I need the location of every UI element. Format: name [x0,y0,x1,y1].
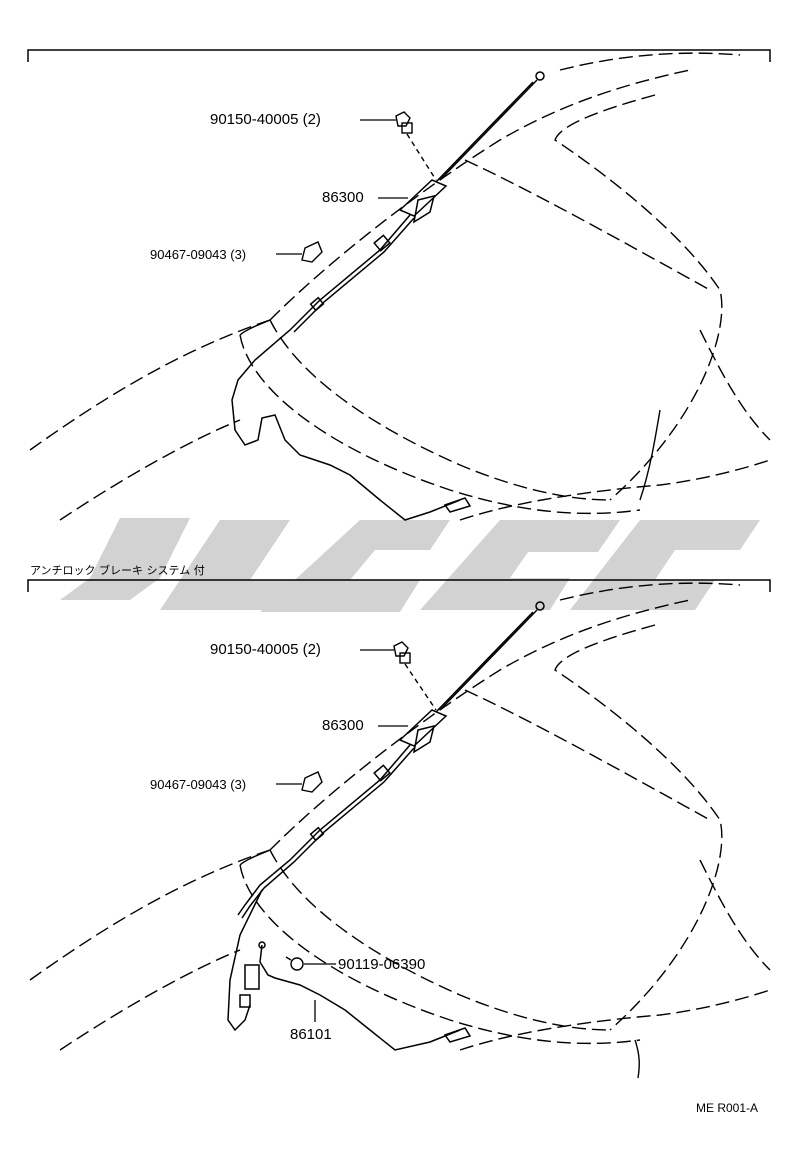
divider-caption: アンチロック ブレーキ システム 付 [30,564,205,577]
bottom-clip-icon [301,771,323,793]
watermark [60,518,760,612]
top-clip-callout: 90467-09043 (3) [150,247,247,262]
bottom-antenna [227,601,545,1051]
top-car-body [29,52,771,521]
bottom-car-body [29,582,771,1051]
top-clip-icon [301,241,323,263]
bottom-bolt-leader [404,663,437,711]
top-car-solid [239,319,661,501]
top-antenna-callout: 86300 [322,189,364,206]
bottom-screw-icon [285,956,304,971]
footer-code: ME R001-A [696,1101,759,1115]
top-frame [27,49,771,62]
top-bolt-leader [406,133,437,181]
bottom-bolt-callout: 90150-40005 (2) [210,641,321,658]
bottom-clip-callout: 90467-09043 (3) [150,777,247,792]
bottom-screw-callout: 90119-06390 [338,956,426,973]
bottom-bolt-icon [393,641,411,664]
bottom-antenna-callout: 86300 [322,717,364,734]
bottom-cable-callout: 86101 [290,1026,332,1043]
top-bolt-callout: 90150-40005 (2) [210,111,321,128]
top-antenna [231,71,545,521]
bottom-car-solid [239,849,640,1079]
top-bolt-icon [395,111,413,134]
divider-frame [27,579,771,592]
